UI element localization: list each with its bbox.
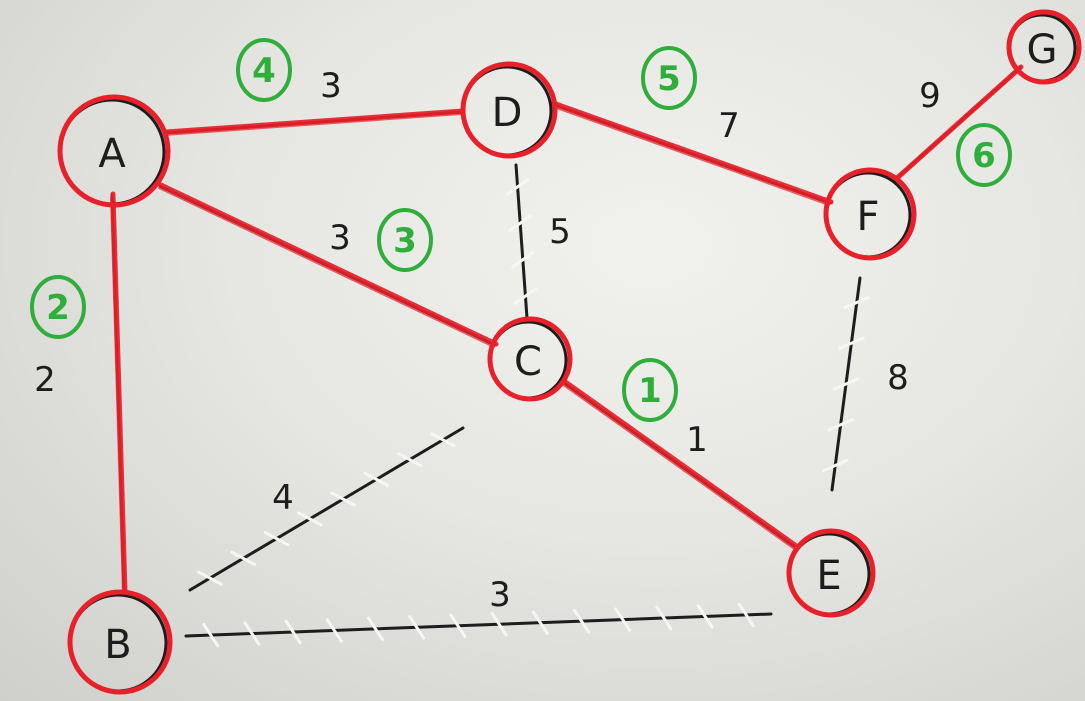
node-e-selected-ring — [786, 528, 876, 618]
nodes-layer — [57, 9, 1082, 695]
node-d-label: D — [492, 90, 523, 136]
edge-b-e-hatch-mark — [202, 622, 220, 648]
edge-a-b-selected-stroke — [110, 191, 128, 594]
edge-b-c-weight: 4 — [272, 478, 294, 518]
edge-c-e-weight: 1 — [686, 420, 708, 460]
edge-a-b-order-circle — [30, 275, 86, 339]
edge-d-c-hatch-mark — [505, 177, 530, 196]
node-g-label: G — [1027, 27, 1058, 73]
edge-f-e-hatch-mark — [843, 295, 871, 310]
edge-a-d-selected-stroke — [163, 108, 466, 135]
edge-b-e-hatch-mark — [284, 619, 302, 645]
edge-b-c-hatch-mark — [197, 570, 223, 586]
node-c-label: C — [514, 339, 542, 385]
edge-b-c-hatch-mark — [363, 471, 390, 487]
edge-b-c-hatch-mark — [297, 511, 323, 527]
edge-f-e-weight: 8 — [887, 358, 909, 398]
edge-a-d-order: 4 — [252, 51, 276, 91]
edge-b-c-hatch-mark — [263, 531, 290, 547]
edge-b-c — [188, 426, 465, 592]
edge-a-b-order: 2 — [46, 288, 70, 328]
edge-a-c-order: 3 — [393, 221, 417, 261]
edge-d-c-hatch-mark — [510, 250, 535, 269]
edge-b-e-hatch-mark — [531, 610, 549, 635]
edge-b-e-hatch-mark — [408, 615, 426, 640]
edge-b-e-hatch-mark — [490, 611, 508, 637]
edge-d-f-order-circle — [641, 46, 697, 110]
edge-b-e — [184, 612, 773, 638]
node-b-selected-ring — [67, 589, 173, 695]
edge-b-c-hatch-mark — [430, 432, 456, 448]
edge-a-c-order-circle — [377, 208, 433, 272]
edge-f-g-selected-stroke-2 — [893, 69, 1020, 183]
node-g-selected-ring — [1006, 9, 1082, 85]
edge-c-e-order-circle — [622, 358, 678, 422]
edge-a-c-selected-stroke-2 — [158, 187, 495, 348]
edge-f-g-weight: 9 — [919, 76, 941, 116]
edge-f-e-hatch-mark — [832, 377, 860, 391]
node-f-selected-ring — [823, 167, 917, 261]
edge-b-e-hatch-mark — [614, 607, 632, 632]
edge-a-c-weight: 3 — [329, 218, 351, 258]
edge-b-e-hatch-mark — [572, 608, 591, 634]
edge-d-f-weight: 7 — [718, 106, 740, 146]
edge-b-e-hatch-mark — [737, 602, 755, 628]
edge-d-c — [514, 163, 529, 320]
edge-a-c-selected-stroke — [158, 182, 499, 347]
edge-d-f-order: 5 — [657, 59, 681, 99]
edge-b-c-hatch-mark — [330, 491, 356, 507]
edge-d-f-selected-stroke — [550, 100, 834, 205]
edge-b-e-hatch-mark — [325, 618, 343, 643]
node-e-label: E — [816, 553, 841, 599]
edge-b-c-hatch-mark — [396, 452, 423, 468]
node-b-label: B — [104, 622, 131, 668]
edge-b-e-hatch-mark — [243, 621, 261, 646]
edge-b-e-hatch-mark — [366, 616, 385, 642]
edge-f-e-hatch-mark — [821, 458, 849, 473]
edge-f-g-order: 6 — [972, 136, 996, 176]
edge-b-e-hatch-mark — [696, 604, 714, 629]
edge-a-d-order-circle — [236, 38, 292, 102]
node-a-selected-ring — [57, 94, 171, 208]
edge-d-c-hatch-mark — [513, 287, 538, 306]
edge-d-f-selected-stroke-2 — [550, 105, 830, 206]
edge-b-e-hatch-mark — [449, 613, 467, 639]
rejection-hatch-layer — [197, 177, 871, 648]
edge-a-b-weight: 2 — [34, 360, 56, 400]
edge-b-c-hatch-mark — [230, 550, 257, 566]
edge-d-c-weight: 5 — [549, 212, 571, 252]
node-a-label: A — [98, 131, 126, 177]
edges-layer — [110, 64, 1024, 638]
edge-a-d-weight: 3 — [320, 66, 342, 106]
node-c-selected-ring — [487, 316, 573, 402]
edge-f-g-order-circle — [956, 123, 1012, 187]
edge-f-e-hatch-mark — [827, 418, 854, 432]
node-f-label: F — [856, 194, 879, 240]
node-d-selected-ring — [460, 61, 558, 159]
edge-f-e-hatch-mark — [838, 336, 865, 350]
edge-a-d-selected-stroke-2 — [163, 113, 462, 136]
edge-c-e-selected-stroke — [561, 378, 798, 548]
edge-c-e-selected-stroke-2 — [561, 383, 794, 549]
edge-d-c-hatch-mark — [508, 214, 533, 233]
edge-c-e-order: 1 — [638, 371, 662, 411]
edge-a-b-selected-stroke-2 — [110, 196, 124, 595]
edge-b-e-hatch-mark — [655, 605, 673, 631]
edge-b-e-weight: 3 — [489, 575, 511, 615]
